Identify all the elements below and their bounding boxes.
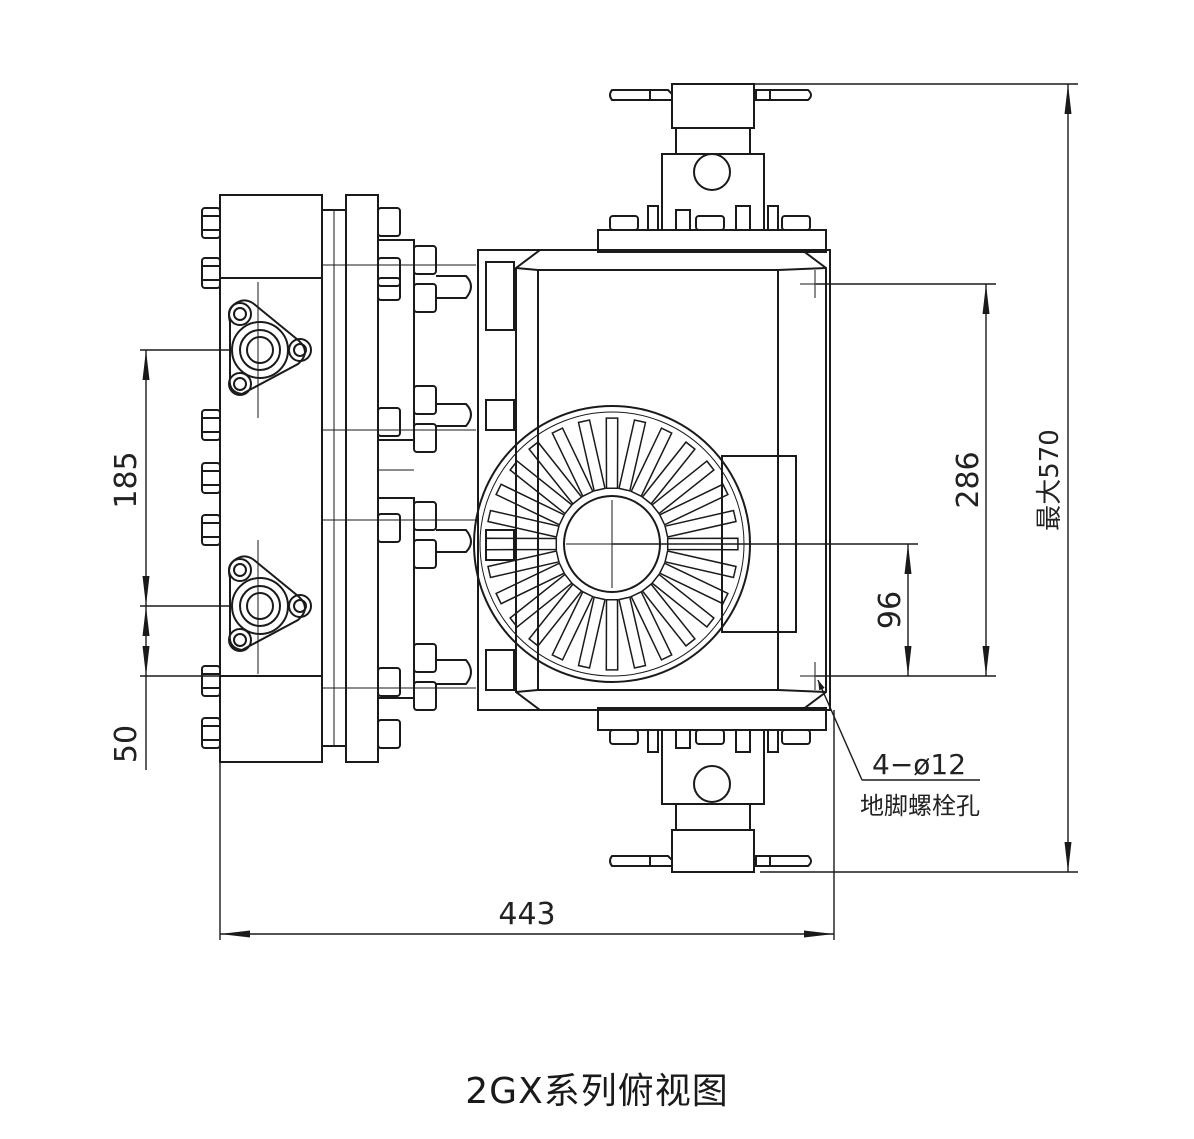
fan-slot [641,583,696,647]
fan-slot [630,590,673,661]
stroke-adjuster-top [609,83,812,231]
fan-slot [630,427,673,498]
fan-slot [641,441,696,505]
fan-slot [487,509,560,538]
gearbox-housing [477,205,831,753]
fan-slot [666,537,739,551]
dim-443-label: 443 [498,897,555,932]
fan-slot [577,419,606,492]
dimension-lines [140,83,1078,940]
fan-slot [664,509,737,538]
fan-slot [664,550,737,579]
fan-slot [509,460,573,515]
left-manifold [201,194,323,763]
holes-callout-label: 地脚螺栓孔 [860,792,980,820]
stroke-adjuster-bottom [609,729,812,873]
dim-286-label: 286 [951,451,986,508]
fan-slot [651,460,715,515]
fan-slot [658,483,729,526]
dim-185-label: 185 [109,451,144,508]
fan-slot [551,590,594,661]
fan-slot [509,573,573,628]
fan-slot [485,537,558,551]
fan-slot [618,419,647,492]
dim-50-label: 50 [109,725,144,763]
fan-slot [551,427,594,498]
fan-slot [487,550,560,579]
fan-slot [658,562,729,605]
manifold-bolts-left [201,207,221,749]
port-flange-lower [228,540,312,674]
valve-chambers [321,194,476,763]
port-flange-upper [228,282,312,418]
fan-slot [577,596,606,669]
fan-cover-slots [485,417,739,671]
fan-slot [528,583,583,647]
fan-slot [528,441,583,505]
dim-96-label: 96 [873,591,908,629]
fan-slot [495,562,566,605]
fan-slot [495,483,566,526]
motor-fan-cover [473,405,751,683]
fan-slot [651,573,715,628]
figure-caption: 2GX系列俯视图 [465,1071,729,1112]
fan-slot [605,417,619,490]
holes-callout-spec: 4−ø12 [872,748,966,781]
fan-slot [618,596,647,669]
dim-570-label: 最大570 [1035,429,1065,531]
fan-slot [605,598,619,671]
